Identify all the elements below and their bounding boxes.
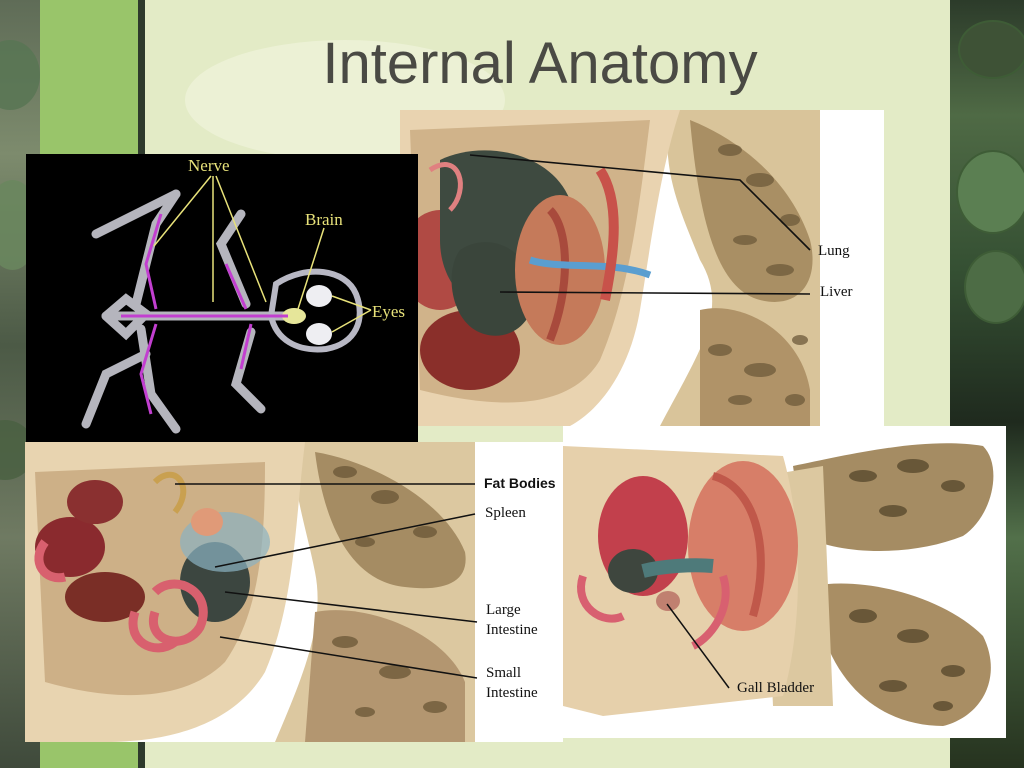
- photo-bottom-right-dissection: Gall Bladder: [563, 426, 1006, 738]
- xray-skeleton-illustration: [81, 175, 372, 434]
- label-small-intestine-line1: Small: [486, 665, 522, 681]
- photo-bottom-left-dissection: Fat Bodies Spleen Large Intestine Small …: [25, 442, 563, 742]
- label-gall-bladder: Gall Bladder: [737, 680, 815, 696]
- label-brain: Brain: [305, 210, 343, 229]
- label-large-intestine-line2: Intestine: [486, 622, 538, 638]
- slide-title: Internal Anatomy: [322, 31, 758, 96]
- label-liver: Liver: [820, 284, 853, 300]
- photo-top-dissection: Lung Liver: [400, 110, 884, 426]
- label-eyes: Eyes: [372, 302, 406, 321]
- photo-xray-nervous-system: Nerve Brain Eyes: [26, 154, 418, 442]
- label-fat-bodies: Fat Bodies: [484, 475, 556, 491]
- label-nerve: Nerve: [188, 156, 230, 175]
- label-lung: Lung: [818, 243, 850, 259]
- dissection-illustration-top: [400, 110, 820, 426]
- dissection-illustration-bottom-right: [563, 443, 994, 726]
- label-spleen: Spleen: [485, 505, 526, 521]
- label-small-intestine-line2: Intestine: [486, 685, 538, 701]
- dissection-illustration-bottom-left: [25, 442, 478, 742]
- label-large-intestine-line1: Large: [486, 602, 521, 618]
